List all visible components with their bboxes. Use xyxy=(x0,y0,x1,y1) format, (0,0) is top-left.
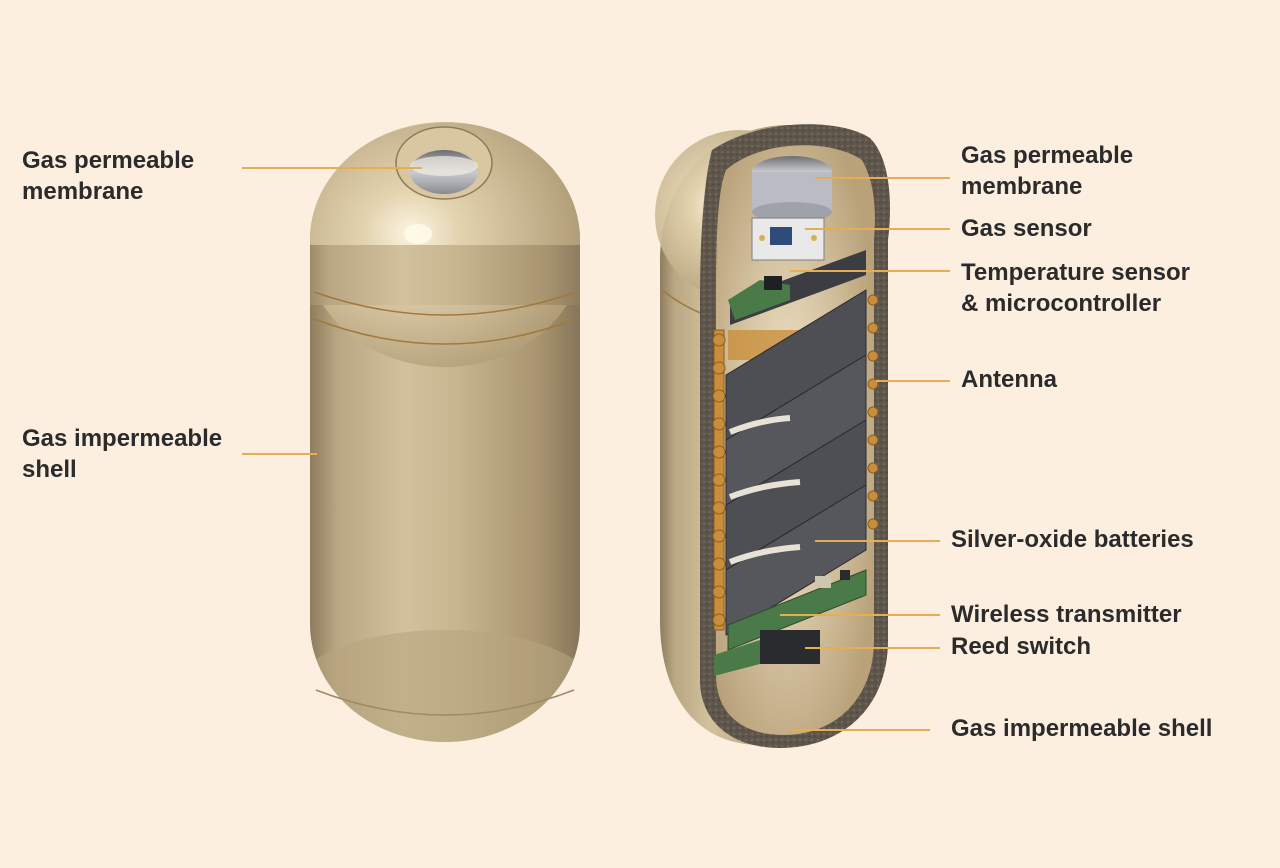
label-membrane-line-2: membrane xyxy=(961,173,1083,200)
label-antenna: Antenna xyxy=(961,364,1057,395)
label-shell: Gas impermeable shell xyxy=(951,713,1212,744)
label-transmitter: Wireless transmitter xyxy=(951,599,1182,630)
label-membrane: Gas permeable membrane xyxy=(961,140,1133,202)
leader-line-batteries xyxy=(815,540,940,542)
leader-line-temp-sensor xyxy=(790,270,950,272)
leader-line-gas-sensor xyxy=(805,228,950,230)
label-gas-sensor: Gas sensor xyxy=(961,213,1092,244)
label-antenna-line-1: Antenna xyxy=(961,366,1057,393)
leader-line-membrane xyxy=(815,177,950,179)
label-intact-membrane-line-2: membrane xyxy=(22,178,144,205)
leader-line-transmitter xyxy=(780,614,940,616)
label-batteries: Silver-oxide batteries xyxy=(951,524,1194,555)
label-intact-shell: Gas impermeable shell xyxy=(22,423,222,485)
leader-line-antenna xyxy=(876,380,950,382)
microcontroller-board xyxy=(728,250,866,325)
label-gas-sensor-line-1: Gas sensor xyxy=(961,215,1092,242)
label-membrane-line-1: Gas permeable xyxy=(961,142,1134,169)
label-intact-shell-line-2: shell xyxy=(22,456,77,483)
label-intact-membrane-line-1: Gas permeable xyxy=(22,147,195,174)
label-batteries-line-1: Silver-oxide batteries xyxy=(951,526,1194,553)
label-intact-shell-line-1: Gas impermeable xyxy=(22,425,223,452)
label-transmitter-line-1: Wireless transmitter xyxy=(951,601,1182,628)
label-temp-sensor-line-2: & microcontroller xyxy=(961,290,1162,317)
battery-stack xyxy=(725,289,867,636)
leader-line-intact-membrane xyxy=(242,167,422,169)
leader-line-intact-shell xyxy=(242,453,317,455)
intact-capsule xyxy=(310,122,580,742)
label-reed-switch-line-1: Reed switch xyxy=(951,633,1092,660)
leader-line-shell xyxy=(790,729,930,731)
label-temp-sensor: Temperature sensor & microcontroller xyxy=(961,257,1190,319)
label-shell-line-1: Gas impermeable shell xyxy=(951,715,1213,742)
leader-line-reed-switch xyxy=(805,647,940,649)
gas-sensor-part xyxy=(751,217,825,261)
antenna-coil xyxy=(712,294,879,631)
label-reed-switch: Reed switch xyxy=(951,631,1091,662)
label-temp-sensor-line-1: Temperature sensor xyxy=(961,259,1190,286)
label-intact-membrane: Gas permeable membrane xyxy=(22,145,194,207)
cutaway-capsule xyxy=(655,124,891,748)
